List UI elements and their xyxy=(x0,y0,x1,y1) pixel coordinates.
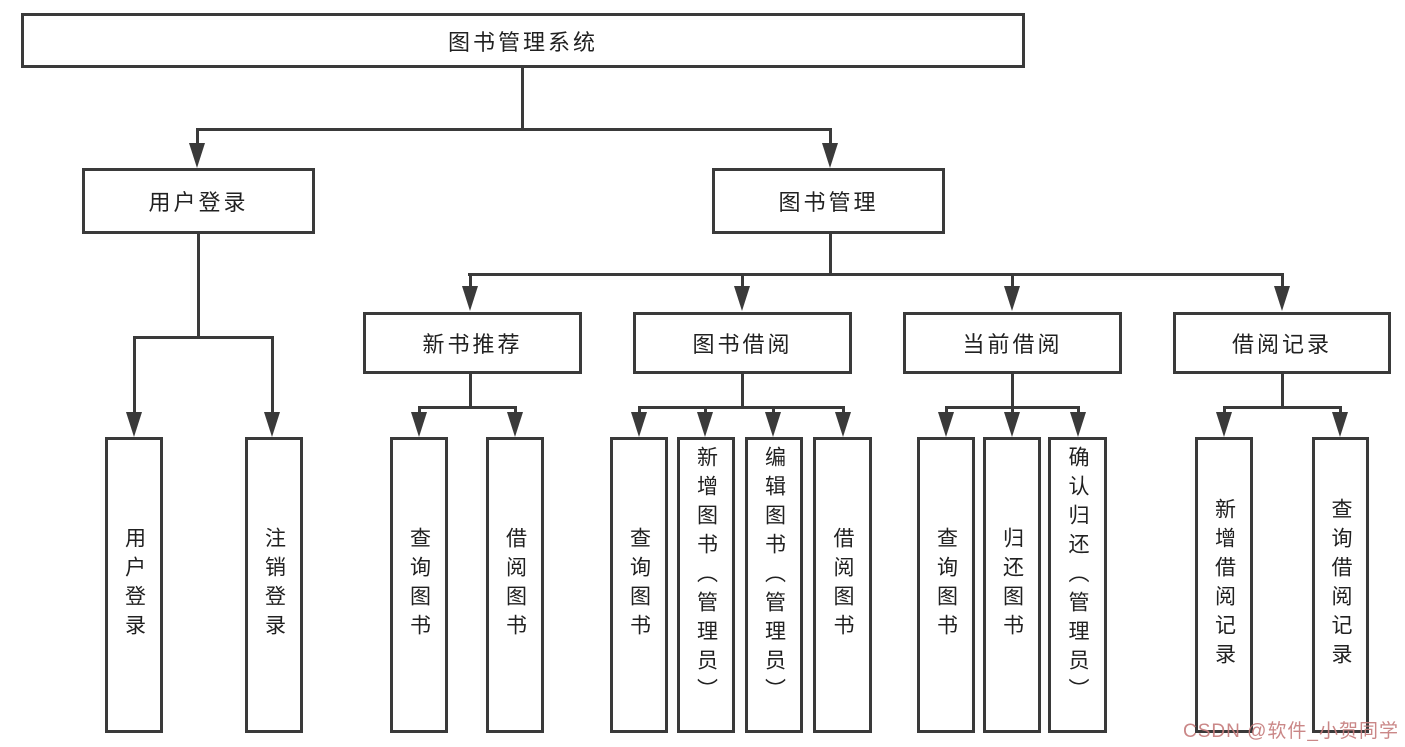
node-new-book-recommend: 新书推荐 xyxy=(363,312,582,374)
node-current-borrow-label: 当前借阅 xyxy=(962,332,1063,357)
connector-borrow-leaf1-stem xyxy=(638,406,641,415)
connector-borrow-leaf3-stem xyxy=(772,406,775,415)
node-borrow-record-label: 借阅记录 xyxy=(1231,332,1332,357)
leaf-user-login: 用户登录 xyxy=(105,437,163,733)
leaf-query-book-b-label: 查询图书 xyxy=(627,527,651,643)
connector-borrow-branch xyxy=(638,406,845,409)
connector-newrec-leaf1-stem xyxy=(418,406,421,415)
leaf-borrow-book-b: 借阅图书 xyxy=(813,437,872,733)
arrowhead-to-user-login xyxy=(189,143,205,168)
node-user-login-label: 用户登录 xyxy=(148,190,249,215)
arrowhead-to-borrow-record xyxy=(1274,286,1290,311)
leaf-query-book-a-label: 查询图书 xyxy=(407,527,431,643)
connector-borrow-leaf4-stem xyxy=(842,406,845,415)
connector-root-to-userlogin-stem xyxy=(196,128,199,145)
leaf-return-book-label: 归还图书 xyxy=(1000,527,1024,643)
leaf-add-borrow-record: 新增借阅记录 xyxy=(1195,437,1253,733)
connector-userlogin-branch xyxy=(133,336,274,339)
node-new-book-recommend-label: 新书推荐 xyxy=(422,332,523,357)
node-user-login: 用户登录 xyxy=(82,168,315,234)
connector-to-borrow-stem xyxy=(741,273,744,287)
leaf-borrow-book-b-label: 借阅图书 xyxy=(831,527,854,643)
connector-newrec-leaf2-stem xyxy=(514,406,517,415)
leaf-user-login-label: 用户登录 xyxy=(122,527,146,643)
connector-userlogin-leaf2-stem xyxy=(271,336,274,414)
arrowhead-to-leaf-user-login xyxy=(126,412,142,437)
leaf-query-borrow-record: 查询借阅记录 xyxy=(1312,437,1369,733)
arrowhead-to-leaf-edit-book xyxy=(765,412,781,437)
connector-userlogin-stem xyxy=(197,234,200,336)
connector-to-newrec-stem xyxy=(469,273,472,287)
arrowhead-to-leaf-query-book-a xyxy=(411,412,427,437)
leaf-borrow-book-a-label: 借阅图书 xyxy=(503,527,527,643)
connector-record-leaf1-stem xyxy=(1223,406,1226,415)
connector-current-stem xyxy=(1011,374,1014,406)
arrowhead-to-leaf-query-borrow-record xyxy=(1332,412,1348,437)
arrowhead-to-leaf-borrow-book-a xyxy=(507,412,523,437)
node-root: 图书管理系统 xyxy=(21,13,1025,68)
arrowhead-to-leaf-return-book xyxy=(1004,412,1020,437)
arrowhead-to-leaf-borrow-book-b xyxy=(835,412,851,437)
node-book-management-label: 图书管理 xyxy=(778,190,879,215)
connector-newrec-stem xyxy=(469,374,472,406)
connector-newrec-branch xyxy=(418,406,517,409)
connector-userlogin-leaf1-stem xyxy=(133,336,136,414)
connector-record-leaf2-stem xyxy=(1339,406,1342,415)
arrowhead-to-book-borrow xyxy=(734,286,750,311)
leaf-confirm-return-admin-label: 确认归还（管理员） xyxy=(1066,446,1089,707)
connector-to-current-stem xyxy=(1011,273,1014,287)
connector-current-leaf2-stem xyxy=(1011,406,1014,415)
connector-current-leaf3-stem xyxy=(1077,406,1080,415)
connector-bookmgmt-stem xyxy=(829,234,832,273)
arrowhead-to-leaf-query-book-b xyxy=(631,412,647,437)
leaf-add-book-admin-label: 新增图书（管理员） xyxy=(694,446,718,707)
arrowhead-to-leaf-add-borrow-record xyxy=(1216,412,1232,437)
leaf-add-book-admin: 新增图书（管理员） xyxy=(677,437,735,733)
leaf-logout: 注销登录 xyxy=(245,437,303,733)
leaf-query-borrow-record-label: 查询借阅记录 xyxy=(1329,498,1352,672)
leaf-logout-label: 注销登录 xyxy=(262,527,286,643)
node-root-label: 图书管理系统 xyxy=(447,29,598,55)
connector-root-stem xyxy=(521,68,524,128)
leaf-query-book-c: 查询图书 xyxy=(917,437,975,733)
leaf-add-borrow-record-label: 新增借阅记录 xyxy=(1212,498,1236,672)
connector-to-record-stem xyxy=(1281,273,1284,287)
leaf-query-book-a: 查询图书 xyxy=(390,437,448,733)
leaf-edit-book-admin-label: 编辑图书（管理员） xyxy=(762,446,786,707)
connector-borrow-stem xyxy=(741,374,744,406)
leaf-query-book-c-label: 查询图书 xyxy=(934,527,958,643)
leaf-borrow-book-a: 借阅图书 xyxy=(486,437,544,733)
node-current-borrow: 当前借阅 xyxy=(903,312,1122,374)
arrowhead-to-leaf-logout xyxy=(264,412,280,437)
leaf-edit-book-admin: 编辑图书（管理员） xyxy=(745,437,803,733)
connector-record-stem xyxy=(1281,374,1284,406)
node-book-management: 图书管理 xyxy=(712,168,945,234)
arrowhead-to-leaf-query-book-c xyxy=(938,412,954,437)
arrowhead-to-leaf-confirm-return xyxy=(1070,412,1086,437)
leaf-confirm-return-admin: 确认归还（管理员） xyxy=(1048,437,1107,733)
connector-root-branch xyxy=(196,128,832,131)
connector-record-branch xyxy=(1223,406,1342,409)
connector-borrow-leaf2-stem xyxy=(704,406,707,415)
arrowhead-to-current-borrow xyxy=(1004,286,1020,311)
arrowhead-to-book-management xyxy=(822,143,838,168)
leaf-query-book-b: 查询图书 xyxy=(610,437,668,733)
arrowhead-to-new-book-recommend xyxy=(462,286,478,311)
node-borrow-record: 借阅记录 xyxy=(1173,312,1391,374)
connector-current-leaf1-stem xyxy=(945,406,948,415)
leaf-return-book: 归还图书 xyxy=(983,437,1041,733)
arrowhead-to-leaf-add-book xyxy=(697,412,713,437)
node-book-borrow: 图书借阅 xyxy=(633,312,852,374)
node-book-borrow-label: 图书借阅 xyxy=(692,332,793,357)
connector-root-to-bookmgmt-stem xyxy=(829,128,832,145)
connector-bookmgmt-branch xyxy=(468,273,1284,276)
